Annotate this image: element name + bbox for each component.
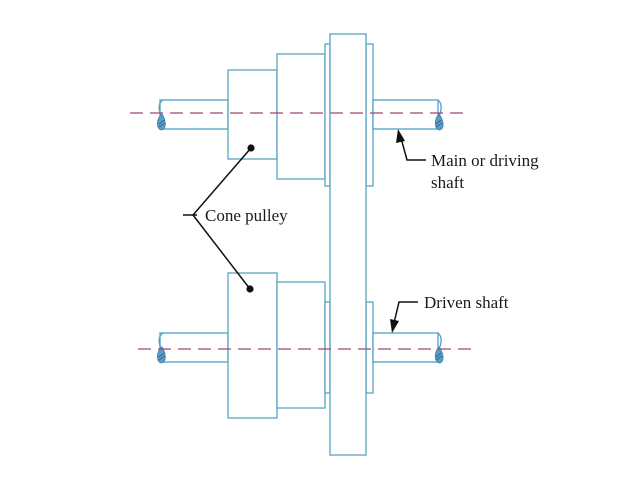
bottom-assembly [159,272,439,419]
top-pulley-step-small [227,69,278,160]
break-mark-bottom-right [434,332,444,364]
bottom-left-shaft [159,332,229,363]
belt [329,33,367,456]
main-shaft-label-line1: Main or driving [431,151,539,170]
bottom-left-collar [324,301,331,394]
driven-shaft-callout: Driven shaft [390,293,509,333]
top-assembly [159,43,439,187]
cone-pulley-callout: Cone pulley [183,144,288,293]
top-pulley-step-large [276,53,326,180]
top-left-collar [324,43,331,187]
shaft-break-marks [156,99,444,364]
driven-shaft-label: Driven shaft [424,293,509,312]
main-driving-shaft [372,99,439,130]
break-mark-top-left [156,99,166,131]
driven-shaft-arrowhead [390,319,399,333]
bottom-pulley-step-small [276,281,326,409]
main-shaft-callout: Main or driving shaft [396,129,539,192]
top-left-shaft [159,99,229,130]
bottom-pulley-step-large [227,272,278,419]
main-shaft-arrowhead [396,129,405,143]
top-right-collar [365,43,374,187]
driven-shaft-leader-line [393,301,418,324]
cone-pulley-label: Cone pulley [205,206,288,225]
main-shaft-label-line2: shaft [431,173,464,192]
break-mark-bottom-left [156,332,166,364]
bottom-right-collar [365,301,374,394]
break-mark-top-right [434,99,444,131]
main-shaft-leader-line [400,137,426,161]
driven-shaft [372,332,439,363]
